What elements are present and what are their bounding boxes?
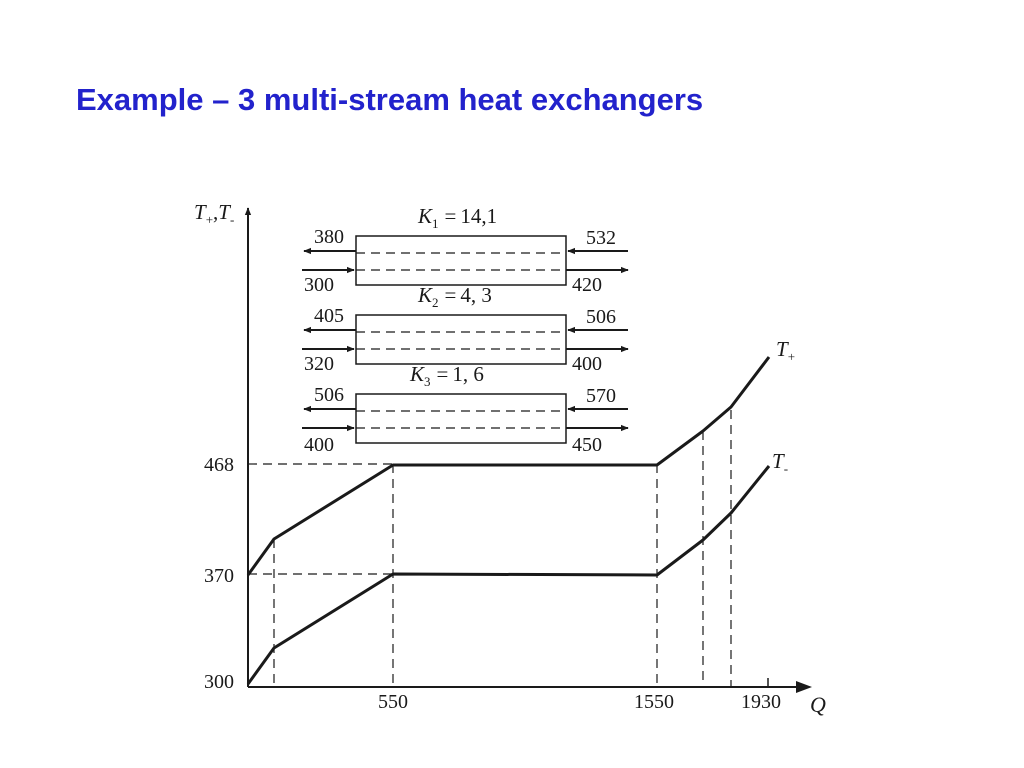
x-axis-arrowhead (796, 681, 812, 693)
hot-outlet-temp: 506 (314, 384, 344, 406)
y-tick-label: 370 (204, 565, 234, 587)
cold-outlet-temp: 400 (572, 353, 602, 375)
exchanger-box (355, 314, 567, 365)
cold-outlet-temp: 420 (572, 274, 602, 296)
cold-outlet-temp: 450 (572, 434, 602, 456)
curve-label-t-plus: T+ (776, 337, 795, 364)
exchanger-box (355, 235, 567, 286)
cold-inlet-temp: 320 (304, 353, 334, 375)
exchanger-2: K2=4, 3 405 320 506 400 (302, 283, 629, 375)
hot-inlet-temp: 570 (586, 385, 616, 407)
exchanger-3: K3=1, 6 506 400 570 450 (302, 362, 629, 456)
curve-label-t-minus: T- (772, 449, 788, 476)
hot-outlet-temp: 405 (314, 305, 344, 327)
exchanger-box (355, 393, 567, 444)
x-tick-label: 1930 (741, 691, 781, 713)
curve-t-plus (246, 356, 771, 576)
hot-outlet-temp: 380 (314, 226, 344, 248)
hot-inlet-temp: 506 (586, 306, 616, 328)
x-axis-label: Q (810, 692, 826, 717)
cold-inlet-temp: 300 (304, 274, 334, 296)
x-tick-label: 550 (378, 691, 408, 713)
exchanger-k-label: K3=1, 6 (409, 362, 484, 389)
y-axis-label: T+,T- (194, 200, 234, 227)
exchanger-k-label: K2=4, 3 (417, 283, 492, 310)
exchanger-1: K1=14,1 380 300 532 420 (302, 204, 629, 296)
slide-title: Example – 3 multi-stream heat exchangers (76, 82, 704, 117)
curve-t-minus (246, 465, 771, 685)
x-tick-label: 1550 (634, 691, 674, 713)
hot-inlet-temp: 532 (586, 227, 616, 249)
exchanger-k-label: K1=14,1 (417, 204, 497, 231)
y-tick-label: 468 (204, 454, 234, 476)
cold-inlet-temp: 400 (304, 434, 334, 456)
y-tick-label: 300 (204, 671, 234, 693)
